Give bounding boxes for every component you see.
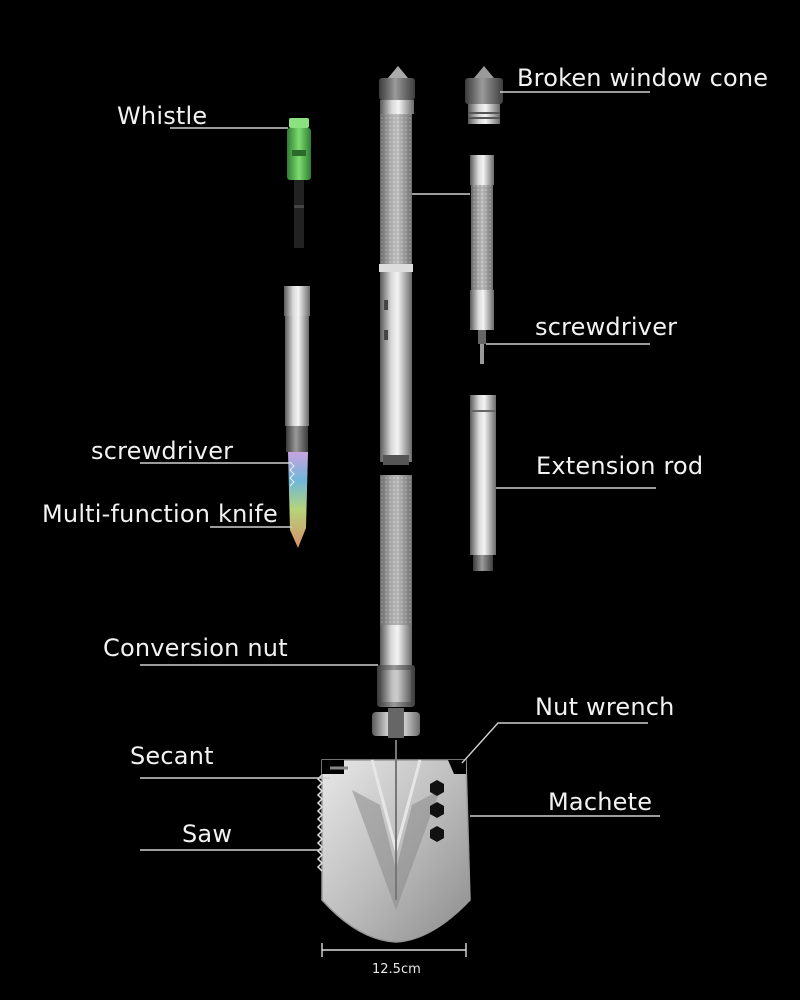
leader-nut-wrench bbox=[461, 722, 648, 764]
label-saw: Saw bbox=[182, 820, 233, 848]
dimension-line bbox=[321, 943, 467, 957]
label-nut-wrench: Nut wrench bbox=[535, 693, 675, 721]
whistle-part bbox=[287, 118, 311, 248]
leader-lines bbox=[140, 91, 660, 851]
label-screwdriver-right: screwdriver bbox=[535, 313, 678, 341]
label-multi-function-knife: Multi-function knife bbox=[42, 500, 278, 528]
dimension-label: 12.5cm bbox=[372, 962, 421, 977]
main-shaft bbox=[372, 66, 420, 738]
extension-rod-part bbox=[470, 395, 496, 571]
knife-part bbox=[284, 286, 310, 548]
label-machete: Machete bbox=[548, 788, 653, 816]
right-screwdriver-part bbox=[470, 155, 494, 364]
label-conversion-nut: Conversion nut bbox=[103, 634, 288, 662]
window-cone-part bbox=[465, 66, 503, 124]
label-broken-window-cone: Broken window cone bbox=[517, 64, 769, 92]
label-whistle: Whistle bbox=[117, 102, 208, 130]
shovel-blade bbox=[316, 740, 471, 943]
label-secant: Secant bbox=[130, 742, 214, 770]
label-extension-rod: Extension rod bbox=[536, 452, 704, 480]
label-screwdriver-left: screwdriver bbox=[91, 437, 234, 465]
